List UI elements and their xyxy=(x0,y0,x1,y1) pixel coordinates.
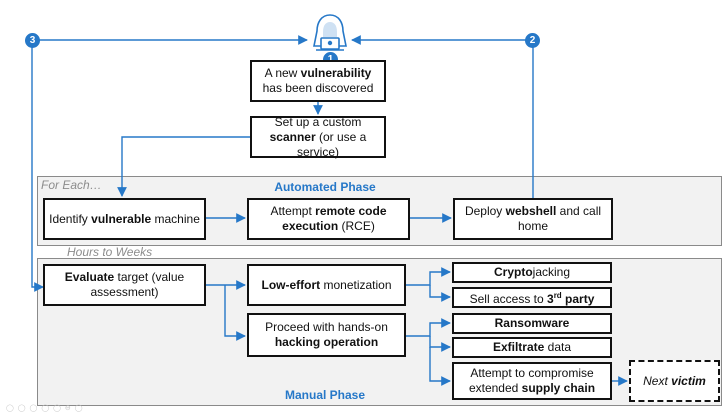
hooded-hacker-icon xyxy=(308,12,352,56)
ransomware-box: Ransomware xyxy=(452,313,612,334)
step-badge-2: 2 xyxy=(525,33,540,48)
vulnerability-discovered-box: A new vulnerability has been discovered xyxy=(250,60,386,102)
cryptojacking-box: Cryptojacking xyxy=(452,262,612,283)
automated-phase-title: Automated Phase xyxy=(274,180,376,194)
identify-vulnerable-box: Identify vulnerable machine xyxy=(43,198,206,240)
supply-chain-box: Attempt to compromise extended supply ch… xyxy=(452,362,612,400)
deploy-webshell-box: Deploy webshell and call home xyxy=(453,198,613,240)
custom-scanner-box: Set up a custom scanner (or use a servic… xyxy=(250,115,386,159)
step-badge-3: 3 xyxy=(25,33,40,48)
sell-access-box: Sell access to 3rd party xyxy=(452,287,612,308)
evaluate-target-box: Evaluate target (value assessment) xyxy=(43,264,206,306)
next-victim-box: Next victim xyxy=(629,360,720,402)
slide-controls[interactable]: ◯ ◯ ◯ ◯ ◯ ⊖ ◯ xyxy=(6,405,84,412)
manual-phase-label: Hours to Weeks xyxy=(67,245,153,259)
remote-code-execution-box: Attempt remote code execution (RCE) xyxy=(247,198,410,240)
low-effort-monetization-box: Low-effort monetization xyxy=(247,264,406,306)
exfiltrate-data-box: Exfiltrate data xyxy=(452,337,612,358)
manual-phase-title: Manual Phase xyxy=(284,388,366,402)
automated-phase-label: For Each… xyxy=(41,178,102,192)
hands-on-hacking-box: Proceed with hands-on hacking operation xyxy=(247,313,406,357)
